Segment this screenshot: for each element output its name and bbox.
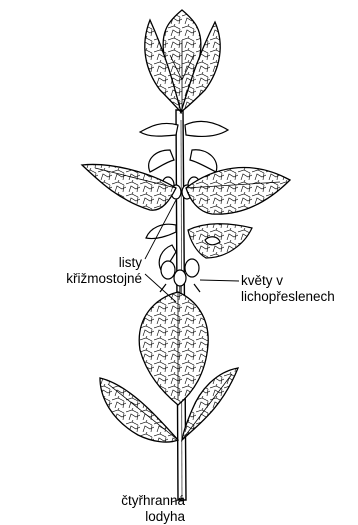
label-flowers-line-2: lichopřeslenech xyxy=(241,289,335,305)
label-flowers-line-1: květy v xyxy=(241,273,335,289)
top-bud xyxy=(145,10,220,112)
label-stem: čtyřhranná lodyha xyxy=(97,493,185,525)
label-flowers: květy v lichopřeslenech xyxy=(241,273,335,305)
label-leaves-line-2: křižmostojné xyxy=(52,271,142,287)
middle-flower-whorl xyxy=(146,224,252,296)
label-stem-line-2: lodyha xyxy=(97,509,185,525)
label-leaves: listy křižmostojné xyxy=(52,255,142,287)
label-stem-line-1: čtyřhranná xyxy=(97,493,185,509)
label-leaves-line-1: listy xyxy=(52,255,142,271)
upper-leaf-pair xyxy=(82,164,290,214)
lower-leaf xyxy=(139,292,208,405)
